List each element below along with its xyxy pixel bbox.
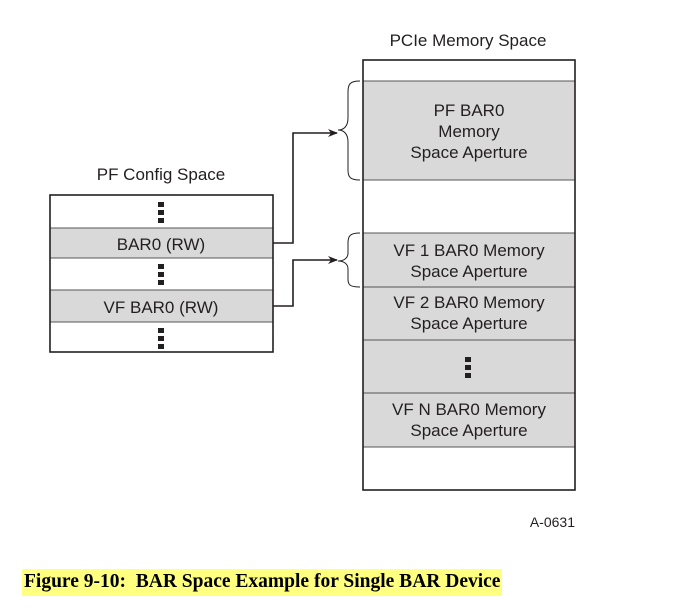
pf-config-space-table: BAR0 (RW) VF BAR0 (RW): [49, 194, 274, 353]
vf2-label-line1: VF 2 BAR0 Memory: [393, 293, 545, 312]
config-vf-bar0-label: VF BAR0 (RW): [104, 298, 219, 317]
config-table-border: [49, 194, 274, 353]
pcie-memory-space-title: PCIe Memory Space: [390, 31, 547, 50]
ellipsis-icon: [158, 328, 164, 349]
figure-caption: Figure 9-10: BAR Space Example for Singl…: [22, 569, 503, 596]
vf1-bar0-brace: [337, 232, 361, 288]
pf-bar0-label-line1: PF BAR0: [434, 101, 505, 120]
vfn-label-line1: VF N BAR0 Memory: [392, 400, 546, 419]
ellipsis-icon: [465, 357, 471, 378]
figure-id: A-0631: [530, 514, 575, 530]
vf1-label-line2: Space Aperture: [410, 262, 527, 281]
pf-bar0-aperture: [363, 81, 575, 180]
config-bar0-label: BAR0 (RW): [117, 235, 205, 254]
vf1-label-line1: VF 1 BAR0 Memory: [393, 241, 545, 260]
memory-column-border: [362, 59, 576, 491]
pf-bar0-brace: [337, 80, 361, 181]
vf2-label-line2: Space Aperture: [410, 314, 527, 333]
bar0-to-pf-aperture-arrow: [273, 129, 338, 244]
config-row-bar0: [50, 228, 273, 258]
pf-config-space-title: PF Config Space: [97, 165, 226, 184]
vf-bar0-to-vf1-aperture-arrow: [273, 256, 338, 307]
config-row-vf-bar0: [50, 290, 273, 322]
vfn-label-line2: Space Aperture: [410, 421, 527, 440]
pf-bar0-label-line2: Memory: [438, 122, 500, 141]
pcie-memory-space-column: PF BAR0 Memory Space Aperture VF 1 BAR0 …: [362, 59, 576, 491]
ellipsis-icon: [158, 264, 164, 285]
ellipsis-icon: [158, 202, 164, 223]
pf-bar0-label-line3: Space Aperture: [410, 143, 527, 162]
